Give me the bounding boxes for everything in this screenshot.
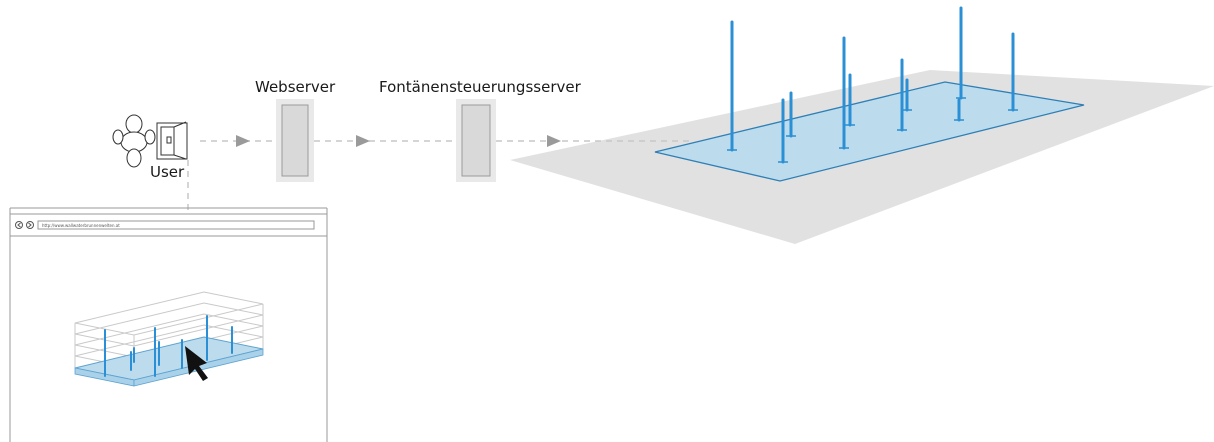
webserver-icon	[276, 99, 314, 182]
browser-back-icon[interactable]	[15, 221, 23, 229]
fountain-pool	[654, 81, 1085, 182]
browser-address-bar[interactable]	[37, 220, 315, 230]
user-icon	[112, 114, 188, 168]
arrow-to-fountain-server	[356, 135, 370, 147]
fountain-server-label: Fontänensteuerungsserver	[379, 78, 581, 96]
arrow-to-fountain	[547, 135, 561, 147]
fountain-server-icon	[456, 99, 496, 182]
browser-forward-icon[interactable]	[26, 221, 34, 229]
browser-url: http://www.wallwaterbrunnenwelten.at	[42, 223, 120, 228]
fountain-pole-feet	[727, 97, 1018, 163]
fountain-poles	[730, 6, 1015, 164]
browser-fountain-preview	[74, 291, 264, 387]
webserver-label: Webserver	[255, 78, 336, 96]
mouse-cursor-icon	[185, 346, 208, 381]
browser-window: http://www.wallwaterbrunnenwelten.at	[9, 207, 328, 442]
user-label: User	[150, 163, 185, 181]
arrow-to-webserver	[236, 135, 250, 147]
